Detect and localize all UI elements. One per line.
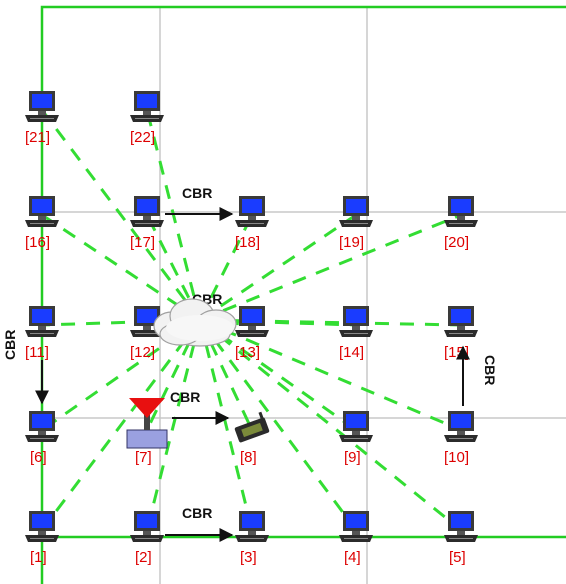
computer-icon (24, 305, 60, 338)
computer-icon (234, 195, 270, 228)
network-node[interactable]: [14] (338, 305, 374, 361)
network-node[interactable]: [8] (232, 411, 270, 466)
node-label: [9] (344, 449, 361, 466)
network-node[interactable]: [17] (129, 195, 165, 251)
wireless-link (198, 214, 254, 321)
network-node[interactable]: [16] (24, 195, 60, 251)
wireless-link (198, 319, 254, 431)
network-node[interactable]: [5] (443, 510, 479, 566)
network-node[interactable]: [20] (443, 195, 479, 251)
node-label: [6] (30, 449, 47, 466)
network-node[interactable]: [3] (234, 510, 270, 566)
network-node[interactable]: [19] (338, 195, 374, 251)
wireless-link (199, 318, 462, 327)
node-label: [4] (344, 549, 361, 566)
network-node[interactable]: [1] (24, 510, 60, 566)
node-label: [17] (130, 234, 155, 251)
cloud-icon[interactable]: CBR (153, 291, 237, 347)
computer-icon (338, 305, 374, 338)
network-node[interactable]: [21] (24, 90, 60, 146)
node-label: [14] (339, 344, 364, 361)
grid-lines (42, 8, 566, 584)
computer-icon (443, 195, 479, 228)
network-node[interactable]: [2] (129, 510, 165, 566)
cbr-flow-arrow[interactable]: CBR (456, 345, 498, 406)
node-label: [15] (444, 344, 469, 361)
network-node[interactable]: [22] (129, 90, 165, 146)
wireless-link (145, 319, 202, 531)
wireless-link (198, 319, 358, 531)
computer-icon (443, 510, 479, 543)
computer-icon (338, 195, 374, 228)
hub: CBR (153, 291, 237, 347)
wireless-link (145, 319, 202, 431)
node-label: [8] (240, 449, 257, 466)
flow-label: CBR (2, 330, 18, 360)
node-label: [16] (25, 234, 50, 251)
wireless-link (199, 318, 462, 532)
flow-label: CBR (182, 505, 212, 521)
computer-icon (443, 410, 479, 443)
node-label: [11] (25, 344, 49, 361)
wireless-link (145, 214, 202, 321)
node-label: [10] (444, 449, 469, 466)
node-label: [3] (240, 549, 257, 566)
node-label: [20] (444, 234, 469, 251)
wireless-link (199, 213, 357, 322)
computer-icon (443, 305, 479, 338)
node-label: [13] (235, 344, 260, 361)
computer-icon (24, 195, 60, 228)
computer-icon (24, 410, 60, 443)
computer-icon (24, 90, 60, 123)
node-label: [5] (449, 549, 466, 566)
network-node[interactable]: [6] (24, 410, 60, 466)
computer-icon (338, 410, 374, 443)
network-node[interactable]: [18] (234, 195, 270, 251)
wireless-card-icon (234, 411, 270, 443)
nodes: [1] [2] [3] [4] [5] [6] [7] [8] [9] [10] [11] [12] [… (24, 90, 479, 566)
node-label: [21] (25, 129, 50, 146)
wireless-link (199, 213, 462, 322)
wireless-link (40, 109, 202, 321)
node-label: [18] (235, 234, 260, 251)
node-label: [7] (135, 449, 152, 466)
network-node[interactable]: [7] (126, 398, 168, 466)
node-label: [2] (135, 549, 152, 566)
flow-label: CBR (182, 185, 212, 201)
cbr-flow-arrow[interactable]: CBR (165, 185, 234, 221)
node-label: [22] (130, 129, 155, 146)
computer-icon (129, 90, 165, 123)
network-node[interactable]: [9] (338, 410, 374, 466)
node-label: [19] (339, 234, 364, 251)
node-label: [12] (130, 344, 155, 361)
wireless-link (40, 319, 202, 531)
computer-icon (338, 510, 374, 543)
cbr-flow-arrow[interactable]: CBR (170, 389, 230, 425)
computer-icon (234, 305, 270, 338)
computer-icon (24, 510, 60, 543)
cbr-flow-arrow[interactable]: CBR (165, 505, 234, 542)
network-node[interactable]: [12] (129, 305, 165, 361)
wireless-link (41, 213, 201, 322)
node-label: [1] (30, 549, 47, 566)
network-node[interactable]: [15] (443, 305, 479, 361)
wireless-link (199, 318, 462, 432)
computer-icon (129, 510, 165, 543)
computer-icon (234, 510, 270, 543)
computer-icon (129, 195, 165, 228)
area-border-top-left (40, 5, 566, 584)
flow-label: CBR (482, 355, 498, 385)
network-node[interactable]: [10] (443, 410, 479, 466)
wireless-link (198, 319, 254, 531)
network-node[interactable]: [4] (338, 510, 374, 566)
cbr-flow-arrow[interactable]: CBR (2, 330, 49, 405)
simulation-area-border (40, 5, 566, 584)
network-node[interactable]: [13] (234, 305, 270, 361)
antenna-base-station-icon (126, 398, 168, 449)
flow-label: CBR (170, 389, 200, 405)
network-node[interactable]: [11] (24, 305, 60, 361)
cbr-flows: CBR CBR CBR CBR CBR (2, 185, 498, 542)
